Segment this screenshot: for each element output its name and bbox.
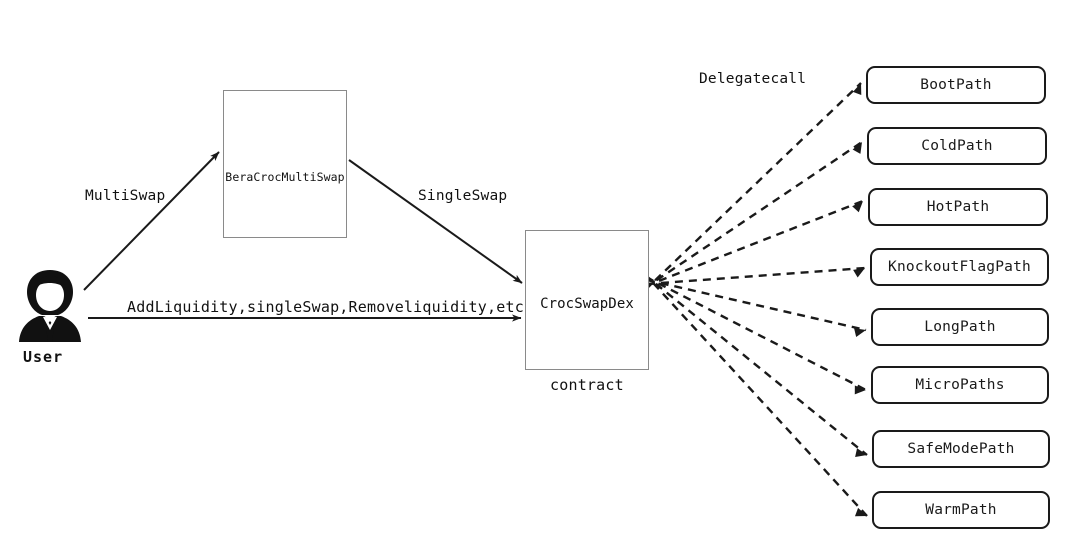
- edge-multiswap-to-dex: [348, 159, 523, 284]
- node-path-label: LongPath: [924, 319, 996, 335]
- user-avatar-icon: [19, 270, 81, 342]
- node-crocswapdex[interactable]: CrocSwapDex: [525, 230, 649, 370]
- node-path-micropaths[interactable]: MicroPaths: [871, 366, 1049, 404]
- node-path-longpath[interactable]: LongPath: [871, 308, 1049, 346]
- node-path-safemodepath[interactable]: SafeModePath: [872, 430, 1050, 468]
- edge-dex-to-safemodepath: [644, 274, 868, 456]
- edge-dex-to-longpath: [646, 278, 867, 332]
- edge-dex-to-micropaths: [645, 275, 867, 392]
- edge-dex-to-warmpath: [643, 272, 868, 517]
- node-path-hotpath[interactable]: HotPath: [868, 188, 1048, 226]
- node-path-knockoutflagpath[interactable]: KnockoutFlagPath: [870, 248, 1049, 286]
- node-path-label: SafeModePath: [907, 441, 1015, 457]
- node-path-coldpath[interactable]: ColdPath: [867, 127, 1047, 165]
- edge-dex-to-coldpath: [644, 141, 863, 289]
- edge-label-user-operations: AddLiquidity,singleSwap,Removeliquidity,…: [127, 298, 524, 316]
- node-path-warmpath[interactable]: WarmPath: [872, 491, 1050, 529]
- node-beracrocmultiswap-label: BeraCrocMultiSwap: [225, 170, 345, 184]
- node-path-label: BootPath: [920, 77, 992, 93]
- edge-dex-to-knockoutflagpath: [646, 266, 866, 286]
- node-path-label: ColdPath: [921, 138, 993, 154]
- edge-label-delegatecall: Delegatecall: [699, 71, 807, 87]
- node-path-label: WarmPath: [925, 502, 997, 518]
- node-crocswapdex-caption: contract: [550, 376, 624, 394]
- node-path-label: MicroPaths: [915, 377, 1005, 393]
- edge-arrowheads-delegatecall: [852, 83, 867, 517]
- node-crocswapdex-label: CrocSwapDex: [540, 296, 634, 312]
- user-label: User: [23, 348, 64, 366]
- node-path-label: HotPath: [926, 199, 990, 215]
- node-path-bootpath[interactable]: BootPath: [866, 66, 1046, 104]
- edge-label-singleswap: SingleSwap: [418, 188, 508, 204]
- edge-dex-to-hotpath: [645, 199, 864, 288]
- edge-group-delegatecall: [643, 82, 868, 517]
- node-beracrocmultiswap[interactable]: BeraCrocMultiSwap: [223, 90, 347, 238]
- node-path-label: KnockoutFlagPath: [888, 259, 1031, 275]
- edge-user-to-multiswap: [83, 151, 220, 291]
- edge-dex-to-bootpath: [644, 82, 862, 291]
- edge-label-multiswap: MultiSwap: [85, 188, 166, 204]
